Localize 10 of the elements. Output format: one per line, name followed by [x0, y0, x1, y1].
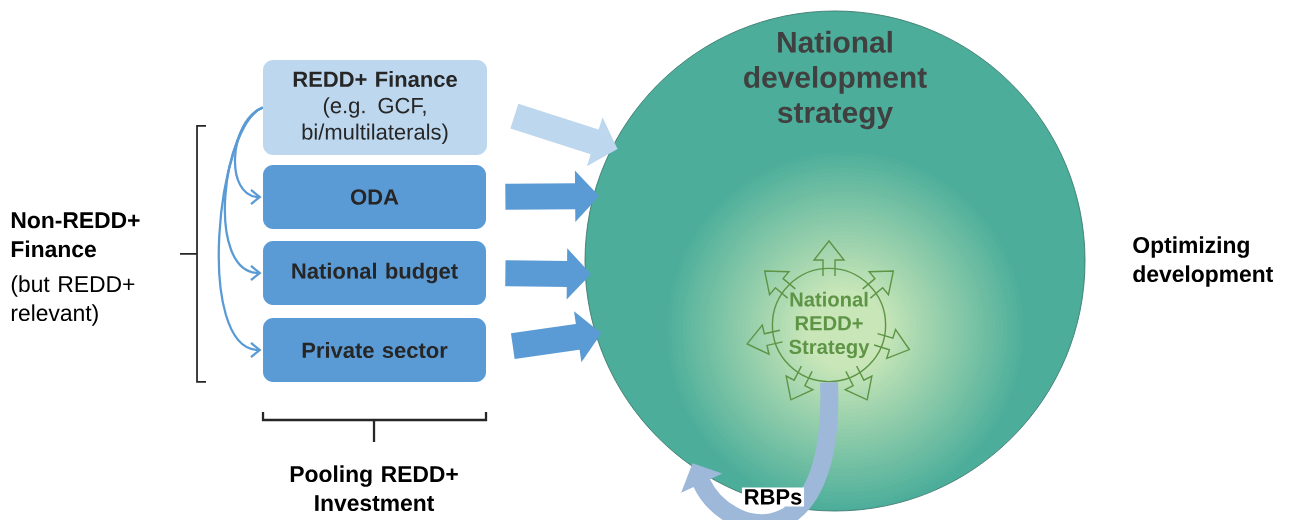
- finance-box: ODA: [263, 165, 486, 229]
- side-label: Non-REDD+ Finance: [11, 212, 140, 258]
- curved-block-arrow: [681, 382, 838, 520]
- side-label: Pooling REDD+ Investment: [290, 465, 458, 512]
- finance-box: Private sector: [263, 318, 486, 382]
- finance-box: National budget: [263, 241, 486, 305]
- side-label: (but REDD+ relevant): [11, 275, 135, 326]
- side-label: Optimizing development: [1133, 236, 1273, 287]
- curved-arrow: [217, 106, 264, 358]
- finance-box: REDD+ Finance (e.g. GCF, bi/multilaterals): [263, 60, 487, 155]
